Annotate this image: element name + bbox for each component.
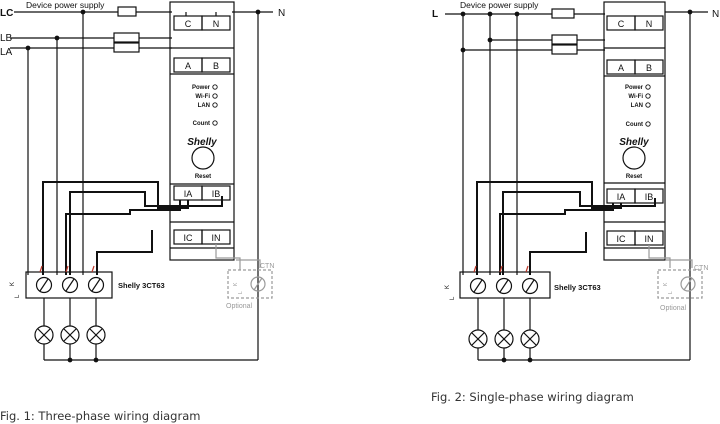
led-lan-label-2: LAN <box>631 103 643 109</box>
phase-label-l: L <box>432 9 438 20</box>
ctn-label-2: CTN <box>694 265 708 272</box>
figure-caption-1: Fig. 1: Three-phase wiring diagram <box>0 409 201 423</box>
shelly-device <box>169 1 235 261</box>
fuse-l3 <box>551 44 578 55</box>
led-count-icon <box>212 120 218 126</box>
terminal-n-label-2: N <box>646 19 653 29</box>
reset-button-icon <box>191 146 215 170</box>
led-lan-icon <box>212 102 218 108</box>
led-count-label-2: Count <box>626 122 643 128</box>
ctn-label: CTN <box>260 263 274 270</box>
fuse-a <box>113 42 140 53</box>
supply-label-2: Device power supply <box>460 0 539 10</box>
figure-caption-2: Fig. 2: Single-phase wiring diagram <box>431 390 634 404</box>
led-power-label-2: Power <box>625 85 644 91</box>
ct-meter-2 <box>459 271 551 299</box>
kl-l-label: L <box>15 294 21 298</box>
terminal-ia-label: IA <box>184 189 193 199</box>
ctn-kl-k-label: K <box>233 282 239 286</box>
ct-meter <box>25 271 113 299</box>
phase-label-c: LC <box>0 8 13 19</box>
shelly-device-2 <box>603 1 666 261</box>
terminal-in-label: IN <box>212 233 221 243</box>
led-wifi-icon <box>212 93 218 99</box>
ctn-kl-l-label: L <box>238 291 244 294</box>
terminal-ib <box>201 185 231 201</box>
kl-l-label-2: L <box>450 296 456 300</box>
terminal-a-label-2: A <box>618 63 624 73</box>
brand-logo-2: Shelly <box>619 137 649 148</box>
phase-label-b: LB <box>0 33 13 44</box>
ctn-kl-k-label-2: K <box>663 282 669 286</box>
terminal-ic-label-2: IC <box>617 234 627 244</box>
fuse-l <box>551 8 575 19</box>
terminal-ib-label-2: IB <box>645 192 654 202</box>
ctn-optional <box>227 269 273 299</box>
terminal-b-label: B <box>213 61 219 71</box>
kl-k-label: K <box>10 282 16 286</box>
terminal-in-label-2: IN <box>645 234 654 244</box>
terminal-ic-label: IC <box>184 233 194 243</box>
fuse-l2 <box>551 34 578 45</box>
led-wifi-label-2: Wi-Fi <box>628 94 643 100</box>
reset-label-2: Reset <box>626 174 642 180</box>
fuse-c <box>117 6 137 17</box>
reset-button-icon-2 <box>622 146 646 170</box>
phase-label-a: LA <box>0 47 13 58</box>
led-power-label: Power <box>192 85 211 91</box>
led-wifi-label: Wi-Fi <box>195 94 210 100</box>
optional-label: Optional <box>226 303 253 310</box>
ctn-kl-l-label-2: L <box>668 291 674 294</box>
terminal-b-label-2: B <box>646 63 652 73</box>
single-phase-diagram: Device power supply L N C N A B Power Wi… <box>432 0 719 363</box>
meter-label: Shelly 3CT63 <box>118 281 165 290</box>
led-lan-label: LAN <box>198 103 210 109</box>
meter-label-2: Shelly 3CT63 <box>554 283 601 292</box>
led-count-label: Count <box>193 121 210 127</box>
optional-label-2: Optional <box>660 305 687 312</box>
ctn-optional-2 <box>657 269 703 299</box>
terminal-b <box>201 57 231 73</box>
supply-label: Device power supply <box>26 0 105 10</box>
led-power-icon <box>212 84 218 90</box>
fuse-b <box>113 32 140 43</box>
terminal-ia-label-2: IA <box>617 192 626 202</box>
terminal-c-label-2: C <box>618 19 625 29</box>
kl-k-label-2: K <box>445 285 451 289</box>
terminal-n-label: N <box>213 19 220 29</box>
reset-label: Reset <box>195 174 211 180</box>
neutral-label-2: N <box>712 9 719 20</box>
terminal-ib-label: IB <box>212 189 221 199</box>
terminal-c-label: C <box>185 19 192 29</box>
three-phase-diagram: Device power supply LC LB LA N C N A <box>0 0 285 363</box>
neutral-label: N <box>278 8 285 19</box>
brand-logo: Shelly <box>187 137 217 148</box>
terminal-a-label: A <box>185 61 191 71</box>
